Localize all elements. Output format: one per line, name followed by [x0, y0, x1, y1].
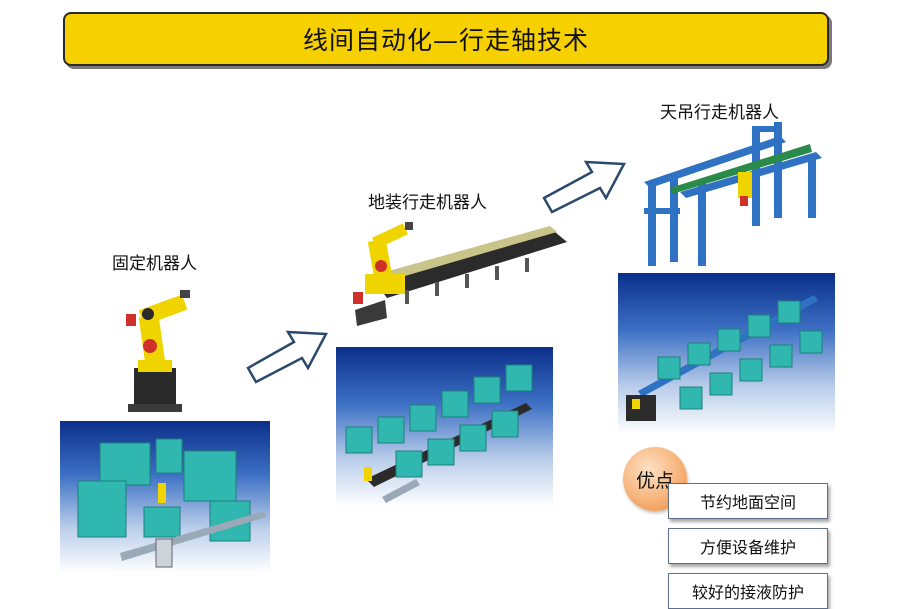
advantage-item: 节约地面空间: [668, 483, 828, 519]
floor-track-robot-cell-scene: [336, 347, 553, 507]
title-banner: 线间自动化—行走轴技术: [63, 12, 829, 66]
advantage-item: 较好的接液防护: [668, 573, 828, 609]
overhead-gantry-robot-icon: [644, 122, 822, 266]
stage-label-overhead: 天吊行走机器人: [660, 103, 779, 123]
advantage-item: 方便设备维护: [668, 528, 828, 564]
fixed-robot-cell-scene: [60, 421, 270, 573]
advantages-badge-label: 优点: [635, 469, 674, 492]
overhead-gantry-robot-cell-scene: [618, 273, 835, 435]
floor-track-robot-icon: [353, 222, 567, 326]
stage-label-fixed: 固定机器人: [112, 254, 197, 274]
fixed-robot-icon: [126, 290, 190, 412]
right-arrow-icon: [542, 160, 627, 214]
page-title: 线间自动化—行走轴技术: [302, 26, 589, 55]
stage-label-floor-track: 地装行走机器人: [368, 193, 487, 213]
right-arrow-icon: [246, 330, 329, 384]
